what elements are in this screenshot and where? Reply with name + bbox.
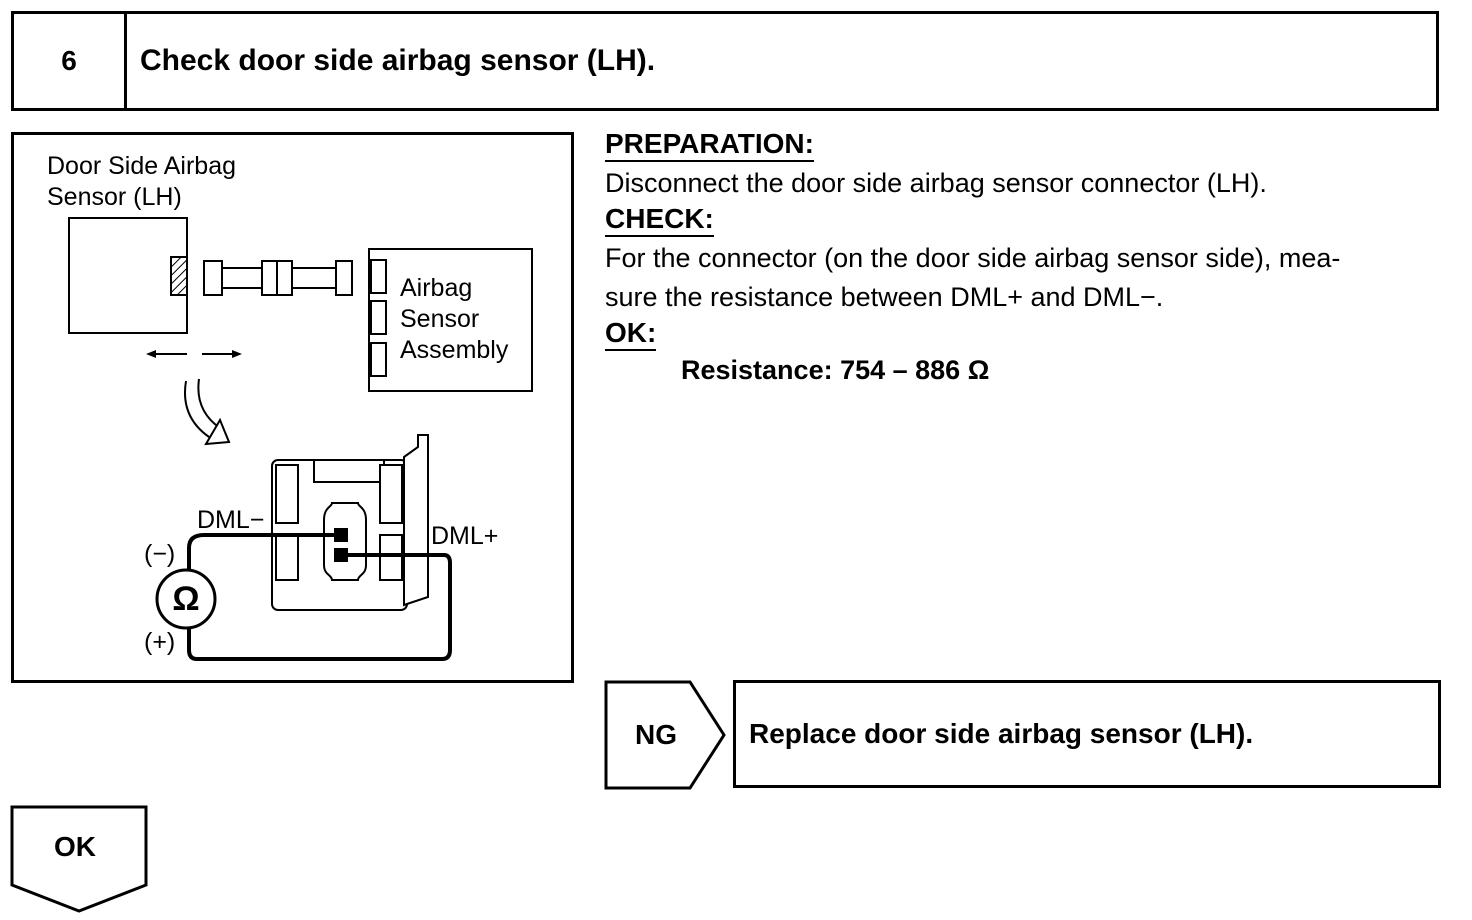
- assembly-label-line2: Sensor: [400, 305, 480, 333]
- check-heading: CHECK:: [605, 203, 714, 237]
- ok-tag: [10, 805, 148, 913]
- meter-negative-label: (−): [144, 540, 176, 568]
- ng-label: NG: [635, 719, 677, 750]
- ok-label: OK: [54, 831, 96, 862]
- airbag-sensor-assembly: [368, 248, 533, 392]
- step-header: 6 Check door side airbag sensor (LH).: [11, 11, 1439, 111]
- ohmmeter: [155, 568, 217, 630]
- meter-positive-label: (+): [144, 628, 176, 656]
- ok-heading: OK:: [605, 317, 657, 351]
- terminal-plus-label: DML+: [431, 522, 499, 550]
- wiring-figure: Door Side Airbag Sensor (LH) Airbag Sens…: [11, 132, 574, 683]
- step-title: Check door side airbag sensor (LH).: [140, 44, 656, 77]
- preparation-text: Disconnect the door side airbag sensor c…: [605, 168, 1267, 198]
- connector-flange: [403, 434, 429, 607]
- sensor-connector-port: [170, 256, 188, 296]
- sensor-label-line2: Sensor (LH): [47, 183, 182, 211]
- check-text-line1: For the connector (on the door side airb…: [605, 243, 1341, 273]
- curved-arrow-head: [204, 417, 231, 446]
- ng-action-box: Replace door side airbag sensor (LH).: [733, 680, 1441, 788]
- door-sensor-body: [68, 217, 188, 334]
- terminal-minus-label: DML−: [197, 506, 265, 534]
- preparation-heading: PREPARATION:: [605, 128, 814, 162]
- probe-lead-negative: [187, 533, 341, 578]
- connector-diagram: [68, 217, 533, 661]
- check-text-line2: sure the resistance between DML+ and DML…: [605, 282, 1164, 312]
- harness-plug-right: [335, 260, 353, 296]
- ok-value: Resistance: 754 – 886 Ω: [681, 355, 990, 385]
- harness-plug-left: [203, 260, 223, 296]
- step-number: 6: [14, 14, 127, 108]
- assembly-label-line3: Assembly: [400, 336, 509, 364]
- procedure: PREPARATION: Disconnect the door side ai…: [605, 128, 1450, 386]
- probe-lead-positive: [187, 553, 452, 661]
- ng-action-text: Replace door side airbag sensor (LH).: [749, 718, 1254, 749]
- ng-tag: [604, 680, 726, 790]
- sensor-label-line1: Door Side Airbag: [47, 152, 237, 180]
- ohm-icon: Ω: [172, 580, 200, 618]
- assembly-label-line1: Airbag: [400, 274, 473, 302]
